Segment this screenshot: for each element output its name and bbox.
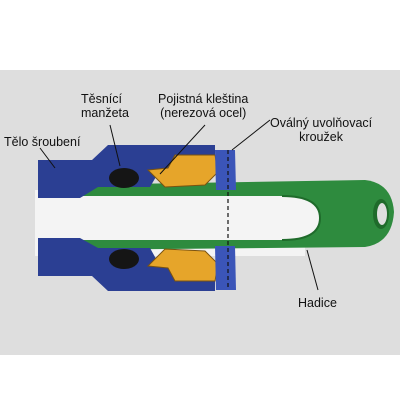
release-ring-upper bbox=[215, 150, 236, 190]
leader-hose bbox=[306, 249, 319, 291]
label-seal-line2: manžeta bbox=[81, 106, 129, 120]
label-release-ring: Oválný uvolňovací kroužek bbox=[270, 116, 372, 144]
leader-collet bbox=[159, 124, 206, 175]
label-collet-line2: (nerezová ocel) bbox=[160, 106, 247, 120]
label-collet-line1: Pojistná kleština bbox=[158, 92, 249, 106]
label-seal: Těsnící manžeta bbox=[81, 92, 129, 120]
seal-upper bbox=[109, 168, 139, 188]
leader-seal bbox=[109, 124, 121, 167]
seal-lower bbox=[109, 249, 139, 269]
release-ring-lower bbox=[215, 246, 236, 290]
label-release-ring-line1: Oválný uvolňovací bbox=[270, 116, 373, 130]
leader-body bbox=[39, 147, 56, 169]
hose-bore bbox=[70, 196, 320, 240]
label-fitting-body: Tělo šroubení bbox=[4, 135, 81, 149]
leader-ring bbox=[231, 119, 271, 151]
label-hose: Hadice bbox=[298, 296, 337, 310]
label-collet: Pojistná kleština (nerezová ocel) bbox=[158, 92, 248, 120]
label-seal-line1: Těsnící bbox=[81, 92, 122, 106]
label-release-ring-line2: kroužek bbox=[299, 130, 343, 144]
